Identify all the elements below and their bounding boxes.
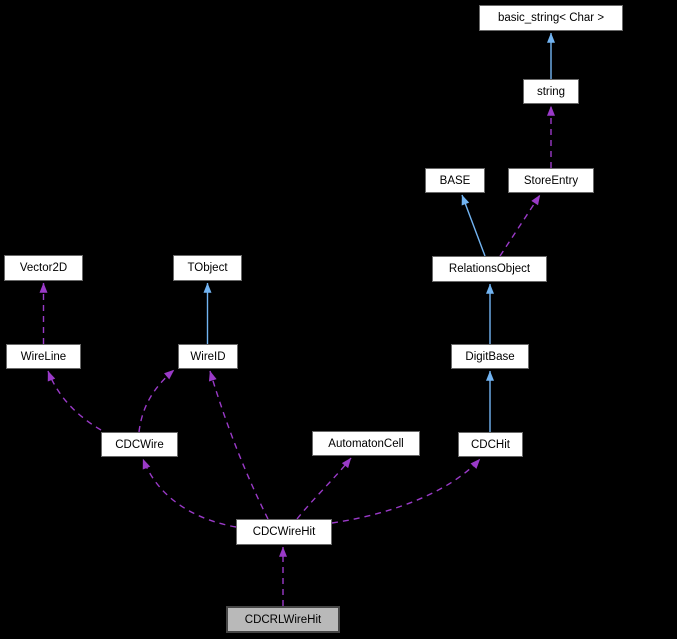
node-relationsobject[interactable]: RelationsObject — [432, 256, 547, 282]
edge-cdcwire-to-wireline — [47, 370, 102, 431]
node-automatoncell[interactable]: AutomatonCell — [312, 431, 420, 456]
node-storeentry[interactable]: StoreEntry — [508, 168, 594, 193]
node-digitbase[interactable]: DigitBase — [451, 344, 529, 369]
edge-cdcwirehit-to-cdchit — [331, 458, 481, 524]
edge-cdcwirehit-to-automatoncell — [296, 457, 352, 520]
node-cdchit[interactable]: CDCHit — [458, 432, 523, 457]
edge-cdcwirehit-to-wireid — [208, 370, 269, 520]
node-tobject[interactable]: TObject — [173, 255, 242, 281]
node-wireid[interactable]: WireID — [178, 344, 238, 369]
node-string[interactable]: string — [523, 79, 579, 104]
node-wireline[interactable]: WireLine — [6, 344, 81, 369]
node-cdcwirehit[interactable]: CDCWireHit — [236, 519, 332, 545]
node-base[interactable]: BASE — [425, 168, 485, 193]
edge-cdcwire-to-wireid — [138, 369, 175, 433]
edge-cdcwirehit-to-cdcwire — [142, 458, 237, 528]
node-basic-string[interactable]: basic_string< Char > — [479, 5, 623, 31]
node-cdcwire[interactable]: CDCWire — [101, 432, 178, 457]
edge-relationsobject-to-storeentry — [499, 194, 541, 257]
node-vector2d[interactable]: Vector2D — [4, 255, 83, 281]
node-cdcrlwirehit: CDCRLWireHit — [226, 606, 340, 633]
edge-relationsobject-to-base — [461, 194, 486, 257]
